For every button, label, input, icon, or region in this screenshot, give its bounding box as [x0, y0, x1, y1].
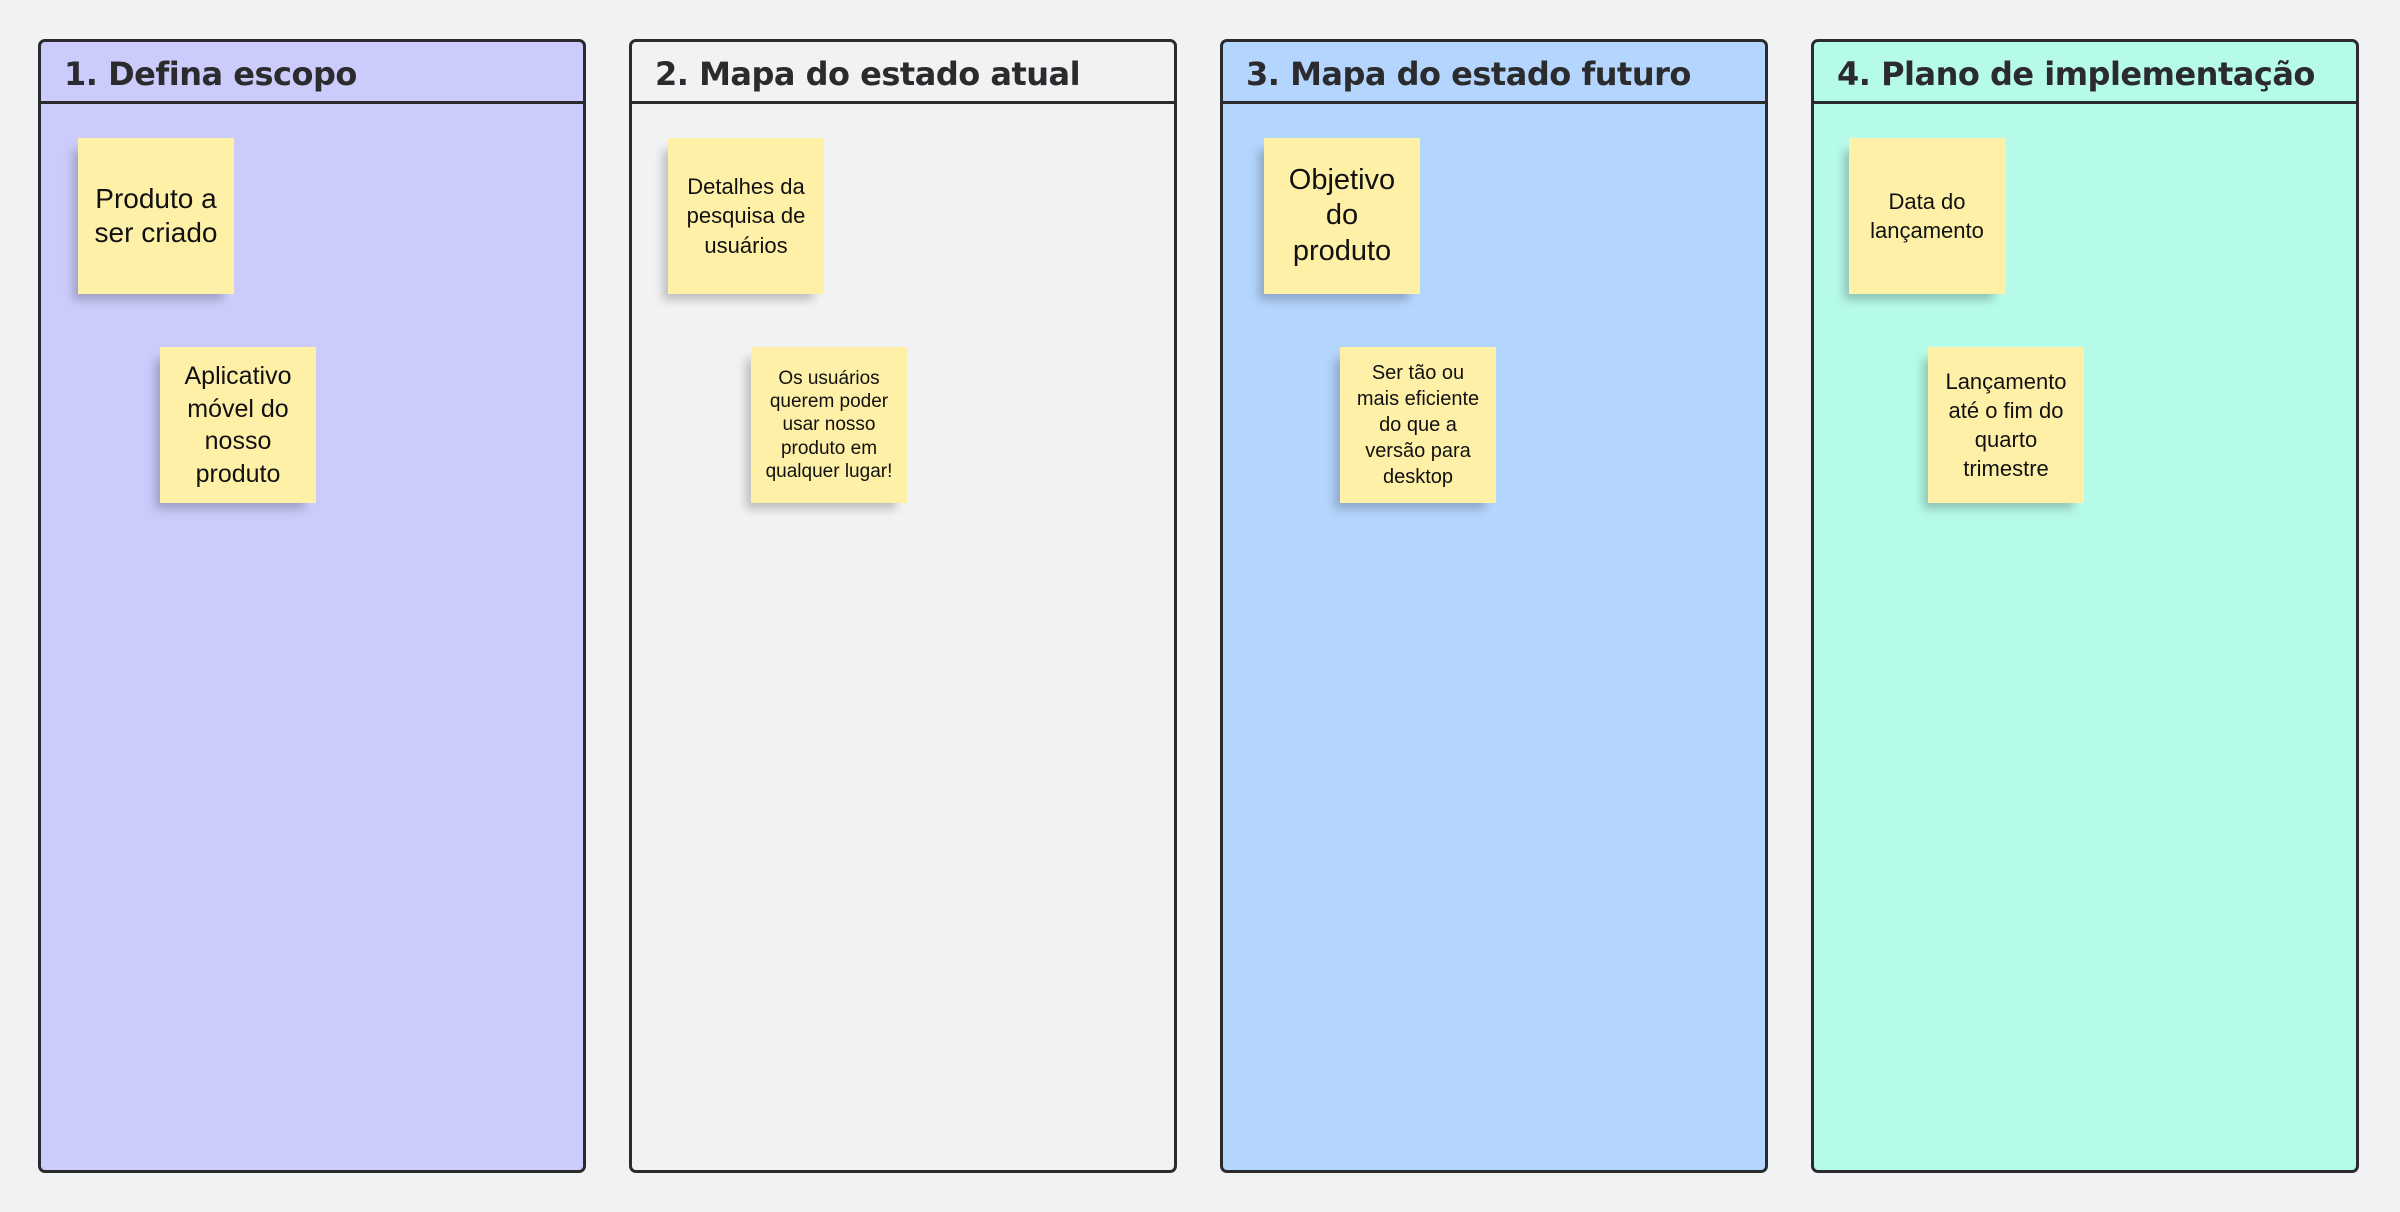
- sticky-note-text: Ser tão ou mais eficiente do que a versã…: [1356, 362, 1480, 488]
- sticky-note-text: Lançamento até o fim do quarto trimestre: [1945, 368, 2067, 482]
- sticky-note-text: Produto a ser criado: [94, 182, 218, 248]
- sticky-note-text: Aplicativo móvel do nosso produto: [184, 362, 292, 488]
- column-title: 4. Plano de implementação: [1837, 54, 2315, 93]
- sticky-note[interactable]: Os usuários querem poder usar nosso prod…: [751, 347, 907, 503]
- column-header: 1. Defina escopo: [41, 42, 583, 104]
- sticky-note-text: Objetivo do produto: [1288, 163, 1396, 267]
- column-header: 2. Mapa do estado atual: [632, 42, 1174, 104]
- sticky-note-text: Os usuários querem poder usar nosso prod…: [765, 368, 893, 482]
- sticky-note[interactable]: Produto a ser criado: [78, 138, 234, 294]
- sticky-note[interactable]: Objetivo do produto: [1264, 138, 1420, 294]
- sticky-note[interactable]: Data do lançamento: [1849, 138, 2005, 294]
- column-header: 3. Mapa do estado futuro: [1223, 42, 1765, 104]
- sticky-note[interactable]: Aplicativo móvel do nosso produto: [160, 347, 316, 503]
- sticky-note-text: Data do lançamento: [1870, 188, 1984, 243]
- column-title: 1. Defina escopo: [64, 54, 357, 93]
- sticky-note[interactable]: Lançamento até o fim do quarto trimestre: [1928, 347, 2084, 503]
- sticky-note[interactable]: Detalhes da pesquisa de usuários: [668, 138, 824, 294]
- sticky-note-text: Detalhes da pesquisa de usuários: [686, 174, 806, 258]
- column-title: 2. Mapa do estado atual: [655, 54, 1081, 93]
- column-title: 3. Mapa do estado futuro: [1246, 54, 1691, 93]
- column-header: 4. Plano de implementação: [1814, 42, 2356, 104]
- sticky-note[interactable]: Ser tão ou mais eficiente do que a versã…: [1340, 347, 1496, 503]
